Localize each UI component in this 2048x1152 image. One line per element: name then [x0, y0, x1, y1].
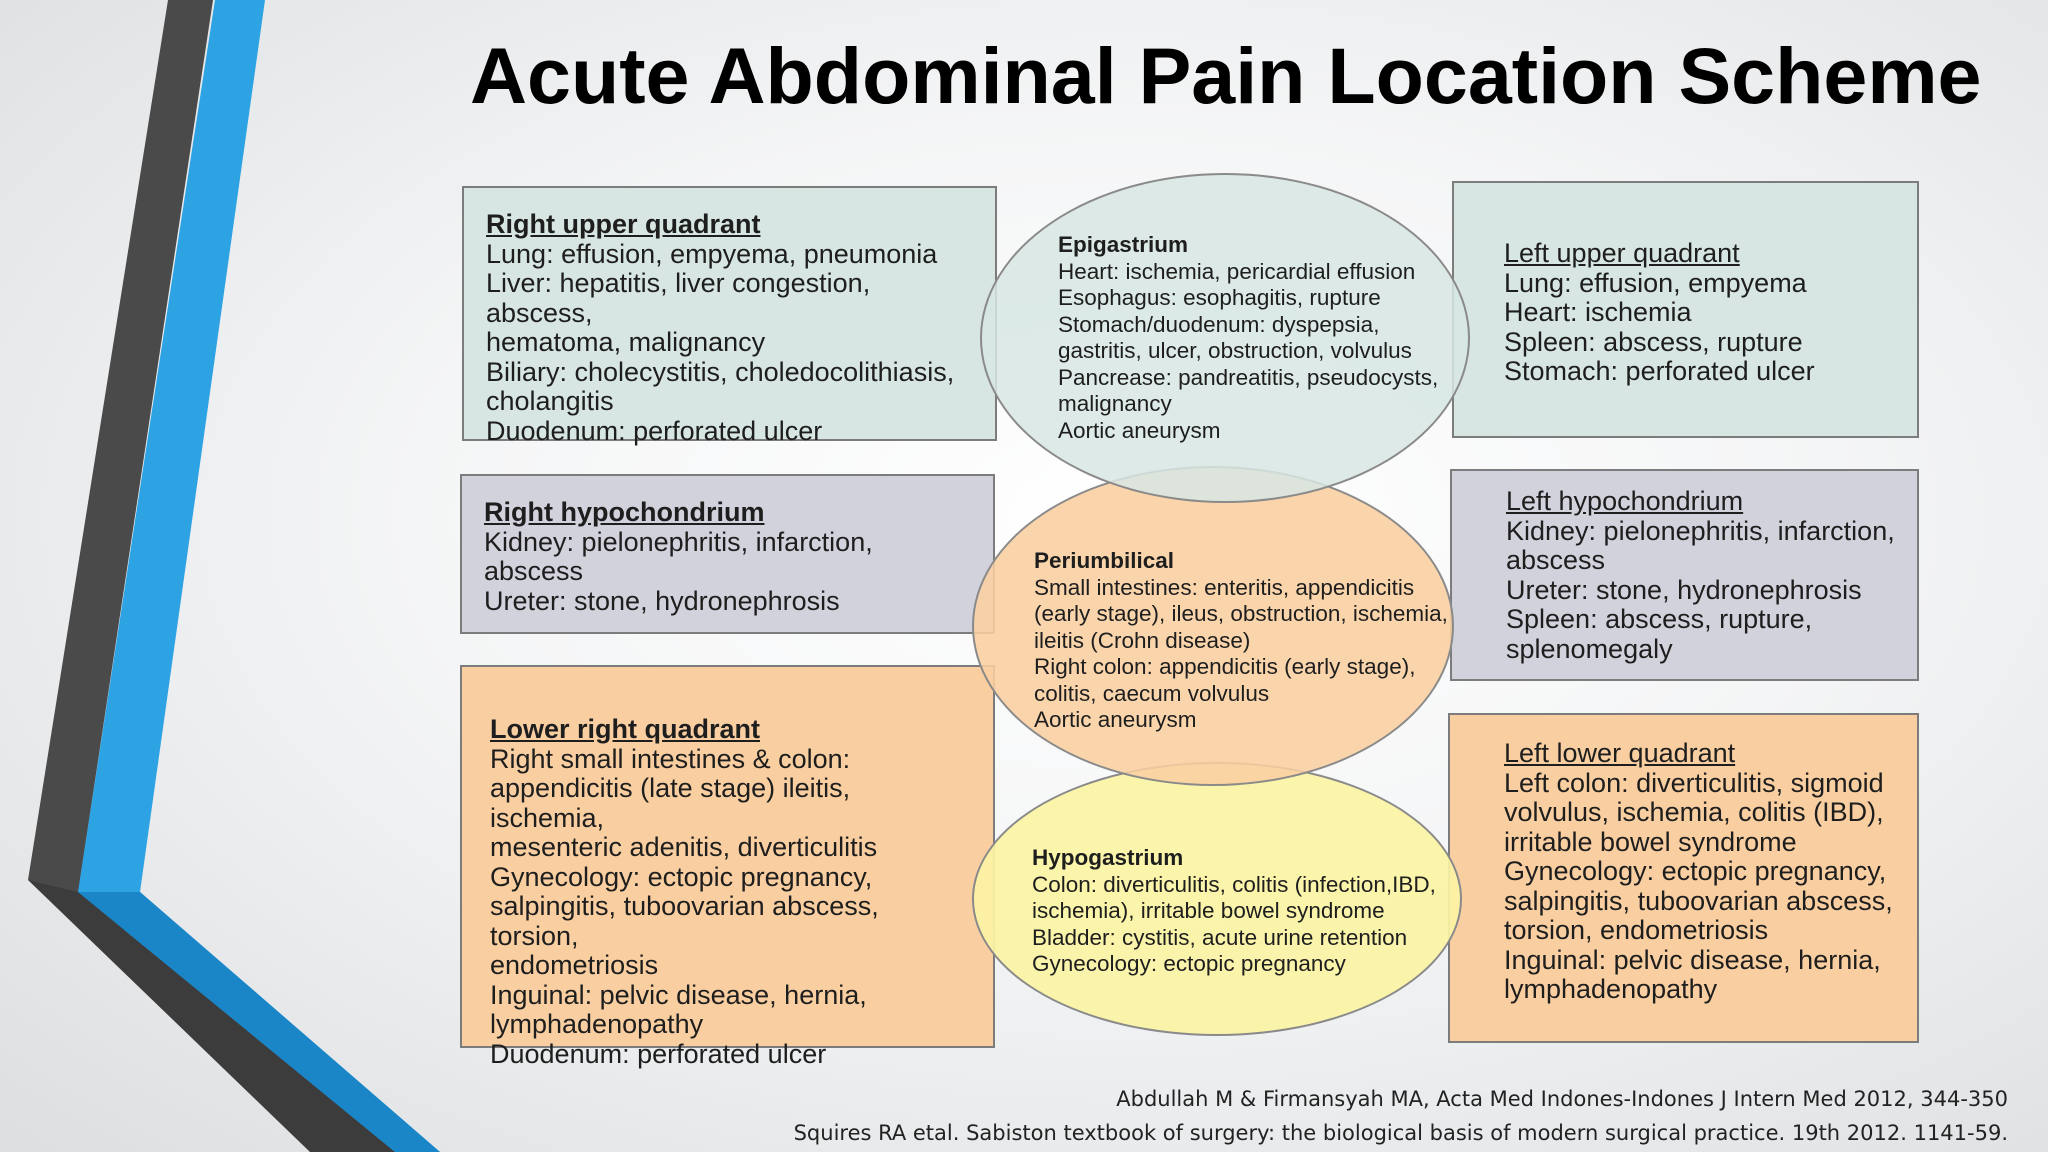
- region-line: Stomach: perforated ulcer: [1504, 356, 1815, 386]
- region-line: salpingitis, tuboovarian abscess,: [1504, 885, 1893, 916]
- region-line: Heart: ischemia, pericardial effusion: [1058, 258, 1416, 284]
- hypogastrium-heading: Hypogastrium: [1032, 845, 1184, 870]
- left-upper-quadrant-box: Left upper quadrant Lung: effusion, empy…: [1452, 181, 1919, 438]
- region-line: irritable bowel syndrome: [1504, 826, 1797, 857]
- region-line: Duodenum: perforated ulcer: [490, 1038, 827, 1069]
- region-line: Heart: ischemia: [1504, 297, 1692, 327]
- region-line: Pancrease: pandreatitis, pseudocysts,: [1058, 364, 1439, 390]
- left-lower-quadrant-box: Left lower quadrant Left colon: divertic…: [1448, 713, 1919, 1043]
- periumbilical-heading: Periumbilical: [1034, 548, 1175, 573]
- hypogastrium-oval: [972, 762, 1462, 1036]
- region-line: Lung: effusion, empyema, pneumonia: [486, 238, 938, 269]
- region-line: lymphadenopathy: [490, 1009, 704, 1039]
- region-line: Small intestines: enteritis, appendiciti…: [1034, 574, 1415, 600]
- dark-stripe: [28, 0, 430, 1152]
- left-hypochondrium-box: Left hypochondrium Kidney: pielonephriti…: [1450, 469, 1919, 681]
- region-line: Stomach/duodenum: dyspepsia,: [1058, 311, 1380, 337]
- region-line: volvulus, ischemia, colitis (IBD),: [1504, 797, 1884, 827]
- region-line: Inguinal: pelvic disease, hernia,: [490, 979, 867, 1010]
- region-line: endometriosis: [490, 950, 659, 980]
- page-title: Acute Abdominal Pain Location Scheme: [470, 31, 1982, 120]
- region-line: splenomegaly: [1506, 633, 1673, 664]
- region-line: Inguinal: pelvic disease, hernia,: [1504, 944, 1881, 975]
- right-hypochondrium-box: Right hypochondrium Kidney: pielonephrit…: [460, 474, 995, 634]
- region-line: Gynecology: ectopic pregnancy,: [1504, 856, 1887, 886]
- region-line: malignancy: [1058, 391, 1172, 416]
- region-line: Spleen: abscess, rupture: [1504, 326, 1803, 357]
- right-upper-quadrant-box: Right upper quadrant Lung: effusion, emp…: [462, 186, 997, 445]
- right-hypochondrium-heading: Right hypochondrium: [484, 497, 765, 527]
- region-line: Liver: hepatitis, liver congestion, absc…: [486, 268, 871, 328]
- lower-right-quadrant-box: Lower right quadrant Right small intesti…: [460, 665, 995, 1068]
- epigastrium-oval: [980, 173, 1470, 503]
- region-line: hematoma, malignancy: [486, 327, 766, 357]
- reference-line: Squires RA etal. Sabiston textbook of su…: [793, 1121, 2008, 1145]
- region-line: lymphadenopathy: [1504, 974, 1718, 1004]
- region-line: Colon: diverticulitis, colitis (infectio…: [1032, 871, 1436, 897]
- region-line: Lung: effusion, empyema: [1504, 267, 1807, 298]
- region-line: appendicitis (late stage) ileitis, ische…: [490, 773, 851, 833]
- region-line: Ureter: stone, hydronephrosis: [1506, 574, 1862, 605]
- region-line: Right colon: appendicitis (early stage),: [1034, 654, 1416, 679]
- reference-line: Abdullah M & Firmansyah MA, Acta Med Ind…: [1116, 1087, 2008, 1111]
- references: Abdullah M & Firmansyah MA, Acta Med Ind…: [794, 1082, 2008, 1150]
- region-line: Gynecology: ectopic pregnancy: [1032, 951, 1346, 976]
- lower-right-quadrant-heading: Lower right quadrant: [490, 714, 760, 744]
- region-line: Bladder: cystitis, acute urine retention: [1032, 924, 1408, 950]
- region-line: ileitis (Crohn disease): [1034, 627, 1251, 653]
- region-line: Spleen: abscess, rupture,: [1506, 604, 1813, 634]
- region-line: Ureter: stone, hydronephrosis: [484, 585, 840, 616]
- region-line: Biliary: cholecystitis, choledocolithias…: [486, 356, 955, 387]
- region-line: cholangitis: [486, 386, 614, 416]
- right-upper-quadrant-heading: Right upper quadrant: [486, 209, 761, 239]
- region-line: gastritis, ulcer, obstruction, volvulus: [1058, 338, 1412, 363]
- periumbilical-text: Periumbilical Small intestines: enteriti…: [1034, 548, 1448, 734]
- left-upper-quadrant-heading: Left upper quadrant: [1504, 238, 1740, 268]
- dark-lower-stripe: [28, 880, 395, 1152]
- region-line: Right small intestines & colon:: [490, 743, 851, 774]
- region-line: torsion, endometriosis: [1504, 915, 1769, 945]
- epigastrium-heading: Epigastrium: [1058, 232, 1189, 257]
- region-line: Esophagus: esophagitis, rupture: [1058, 285, 1381, 310]
- region-line: Aortic aneurysm: [1034, 707, 1197, 732]
- region-line: Kidney: pielonephritis, infarction,: [484, 526, 873, 557]
- left-lower-quadrant-heading: Left lower quadrant: [1504, 738, 1736, 768]
- region-line: abscess: [484, 556, 584, 586]
- region-line: ischemia), irritable bowel syndrome: [1032, 898, 1385, 923]
- region-line: salpingitis, tuboovarian abscess, torsio…: [490, 891, 879, 951]
- region-line: Aortic aneurysm: [1058, 417, 1221, 443]
- region-line: (early stage), ileus, obstruction, ische…: [1034, 601, 1448, 626]
- region-line: Duodenum: perforated ulcer: [486, 415, 823, 446]
- epigastrium-text: Epigastrium Heart: ischemia, pericardial…: [1058, 232, 1438, 444]
- left-hypochondrium-heading: Left hypochondrium: [1506, 486, 1744, 516]
- region-line: mesenteric adenitis, diverticulitis: [490, 832, 878, 862]
- region-line: Kidney: pielonephritis, infarction,: [1506, 515, 1895, 546]
- region-line: Gynecology: ectopic pregnancy,: [490, 861, 873, 892]
- blue-lower-stripe: [78, 892, 440, 1152]
- region-line: Left colon: diverticulitis, sigmoid: [1504, 767, 1884, 798]
- region-line: colitis, caecum volvulus: [1034, 680, 1270, 706]
- hypogastrium-text: Hypogastrium Colon: diverticulitis, coli…: [1032, 845, 1436, 978]
- region-line: abscess: [1506, 545, 1606, 575]
- blue-stripe: [78, 0, 440, 1152]
